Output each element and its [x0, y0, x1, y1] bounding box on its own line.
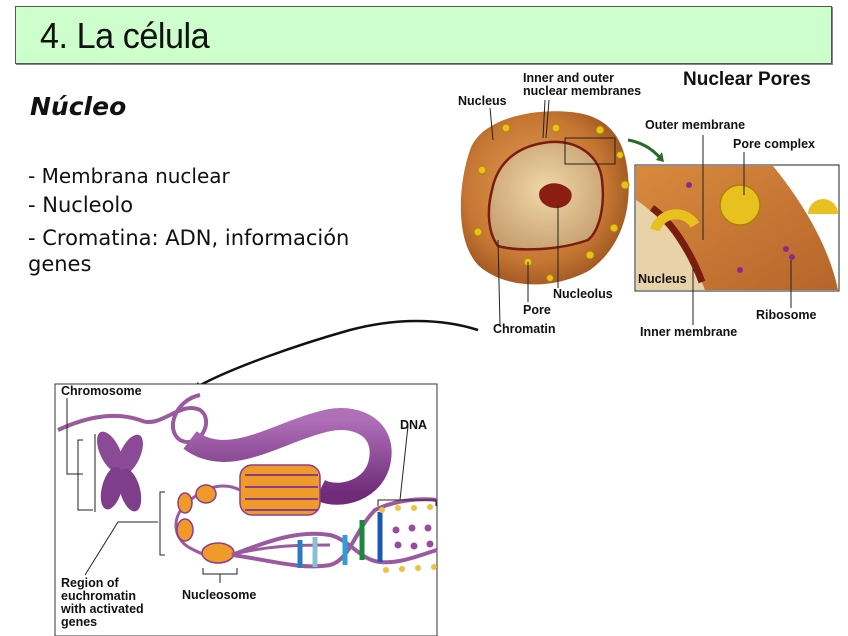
label-chromosome: Chromosome — [61, 384, 142, 398]
section-heading: Núcleo — [30, 92, 127, 121]
label-euchromatin-line3: with activated — [61, 602, 144, 616]
bullet-item: - Membrana nuclear — [28, 164, 230, 188]
label-membranes-line1: Inner and outer — [523, 71, 614, 85]
label-pore-complex: Pore complex — [733, 137, 815, 151]
label-membranes-line2: nuclear membranes — [523, 84, 642, 98]
bracket-lines — [66, 398, 437, 583]
title-bar: 4. La célula — [15, 6, 832, 64]
label-outer-membrane: Outer membrane — [645, 118, 746, 132]
nuclear-pores-heading: Nuclear Pores — [683, 69, 811, 90]
green-arrow — [627, 138, 662, 159]
leader-lines — [489, 99, 792, 326]
label-euchromatin-line1: Region of — [61, 576, 119, 590]
label-inner-membrane: Inner membrane — [640, 325, 738, 339]
bullet-item: genes — [28, 252, 92, 276]
curved-arrow — [194, 319, 479, 390]
label-dna: DNA — [400, 418, 428, 432]
label-pore: Pore — [523, 303, 551, 317]
label-nucleus: Nucleus — [458, 94, 507, 108]
bullet-item: - Cromatina: ADN, información — [28, 226, 350, 250]
label-inset-nucleus: Nucleus — [638, 272, 687, 286]
bullet-list: - Membrana nuclear - Nucleolo - Cromatin… — [28, 162, 428, 279]
label-euchromatin-line4: genes — [61, 615, 98, 629]
label-chromatin: Chromatin — [493, 322, 556, 336]
label-euchromatin-line2: euchromatin — [61, 589, 137, 603]
slide-title: 4. La célula — [40, 15, 210, 56]
chromatin-illustration — [57, 393, 438, 573]
green-arrowhead-icon — [656, 152, 664, 162]
bullet-item: - Nucleolo — [28, 193, 134, 217]
label-nucleosome: Nucleosome — [182, 588, 257, 602]
label-nucleolus: Nucleolus — [553, 287, 613, 301]
nuclear-pore-inset — [634, 164, 840, 292]
nucleus-illustration — [460, 111, 630, 285]
label-ribosome: Ribosome — [756, 308, 817, 322]
